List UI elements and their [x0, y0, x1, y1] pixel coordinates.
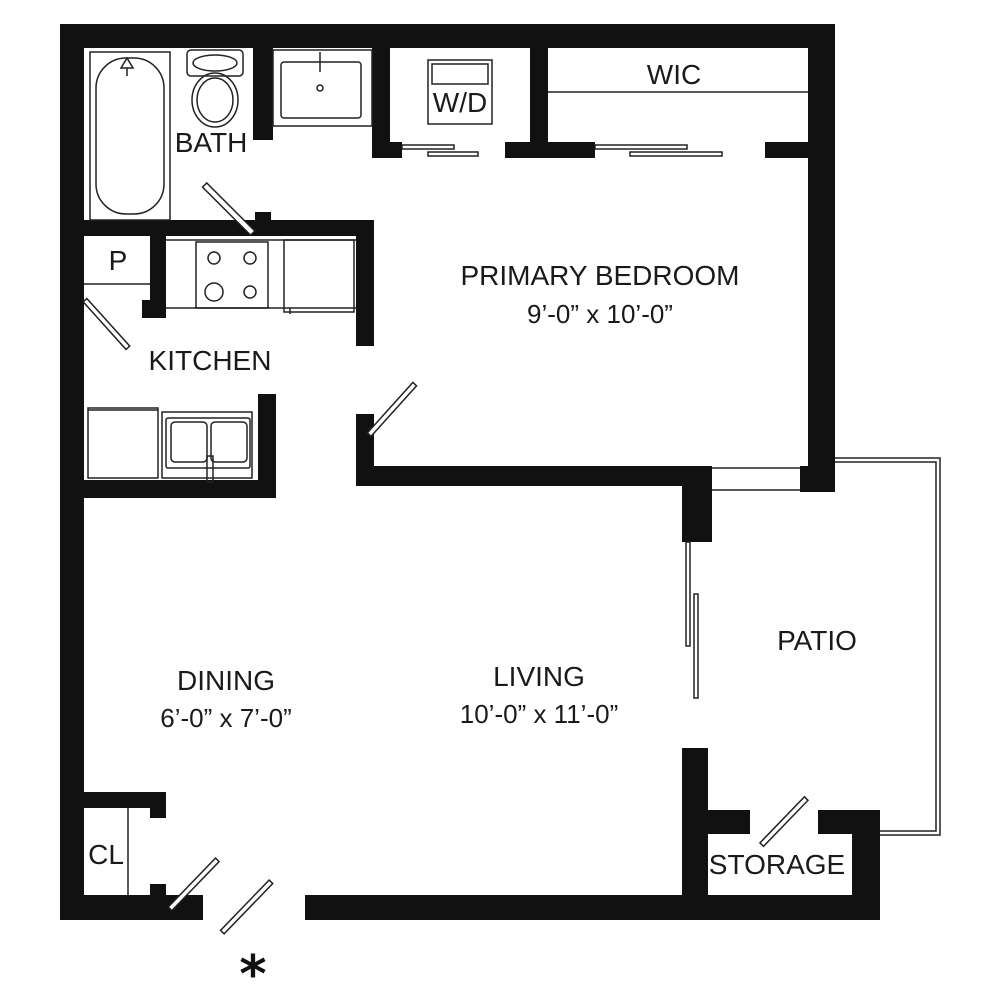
kitchen-label: KITCHEN — [149, 345, 272, 376]
refrigerator — [283, 239, 355, 314]
living-label: LIVING — [493, 661, 585, 692]
entry-door[interactable] — [219, 878, 274, 935]
washer-dryer — [427, 59, 493, 125]
bedroom-window — [712, 467, 800, 491]
toilet-fixture — [186, 49, 244, 128]
closet-door[interactable] — [167, 857, 221, 912]
living-dimensions: 10’-0” x 11’-0” — [460, 699, 618, 729]
bedroom-door[interactable] — [366, 381, 418, 438]
kitchen-counter-upper — [166, 239, 356, 309]
pantry-label: P — [109, 245, 128, 276]
closet-label: CL — [88, 839, 124, 870]
patio-sliding-door[interactable] — [685, 541, 699, 699]
patio-outline — [835, 457, 941, 836]
patio-label: PATIO — [777, 625, 857, 656]
dining-label: DINING — [177, 665, 275, 696]
bath-label: BATH — [175, 127, 248, 158]
storage-door[interactable] — [758, 795, 810, 848]
wd-bifold-door[interactable] — [401, 144, 479, 157]
bath-door[interactable] — [201, 181, 256, 237]
storage-label: STORAGE — [709, 849, 845, 880]
wic-sliding-door[interactable] — [594, 144, 723, 157]
bathtub — [89, 51, 171, 221]
stove — [195, 241, 269, 309]
entry-marker: * — [239, 945, 266, 1000]
dining-dimensions: 6’-0” x 7’-0” — [160, 703, 291, 733]
bath-sink — [272, 49, 373, 127]
walls — [60, 24, 880, 920]
kitchen-counter-lower — [87, 407, 253, 479]
kitchen-sink — [165, 417, 251, 483]
wic-label: WIC — [647, 59, 701, 90]
wd-label: W/D — [433, 87, 487, 118]
bedroom-label: PRIMARY BEDROOM — [460, 260, 739, 291]
pantry-door[interactable] — [82, 297, 131, 351]
bedroom-dimensions: 9’-0” x 10’-0” — [527, 299, 673, 329]
